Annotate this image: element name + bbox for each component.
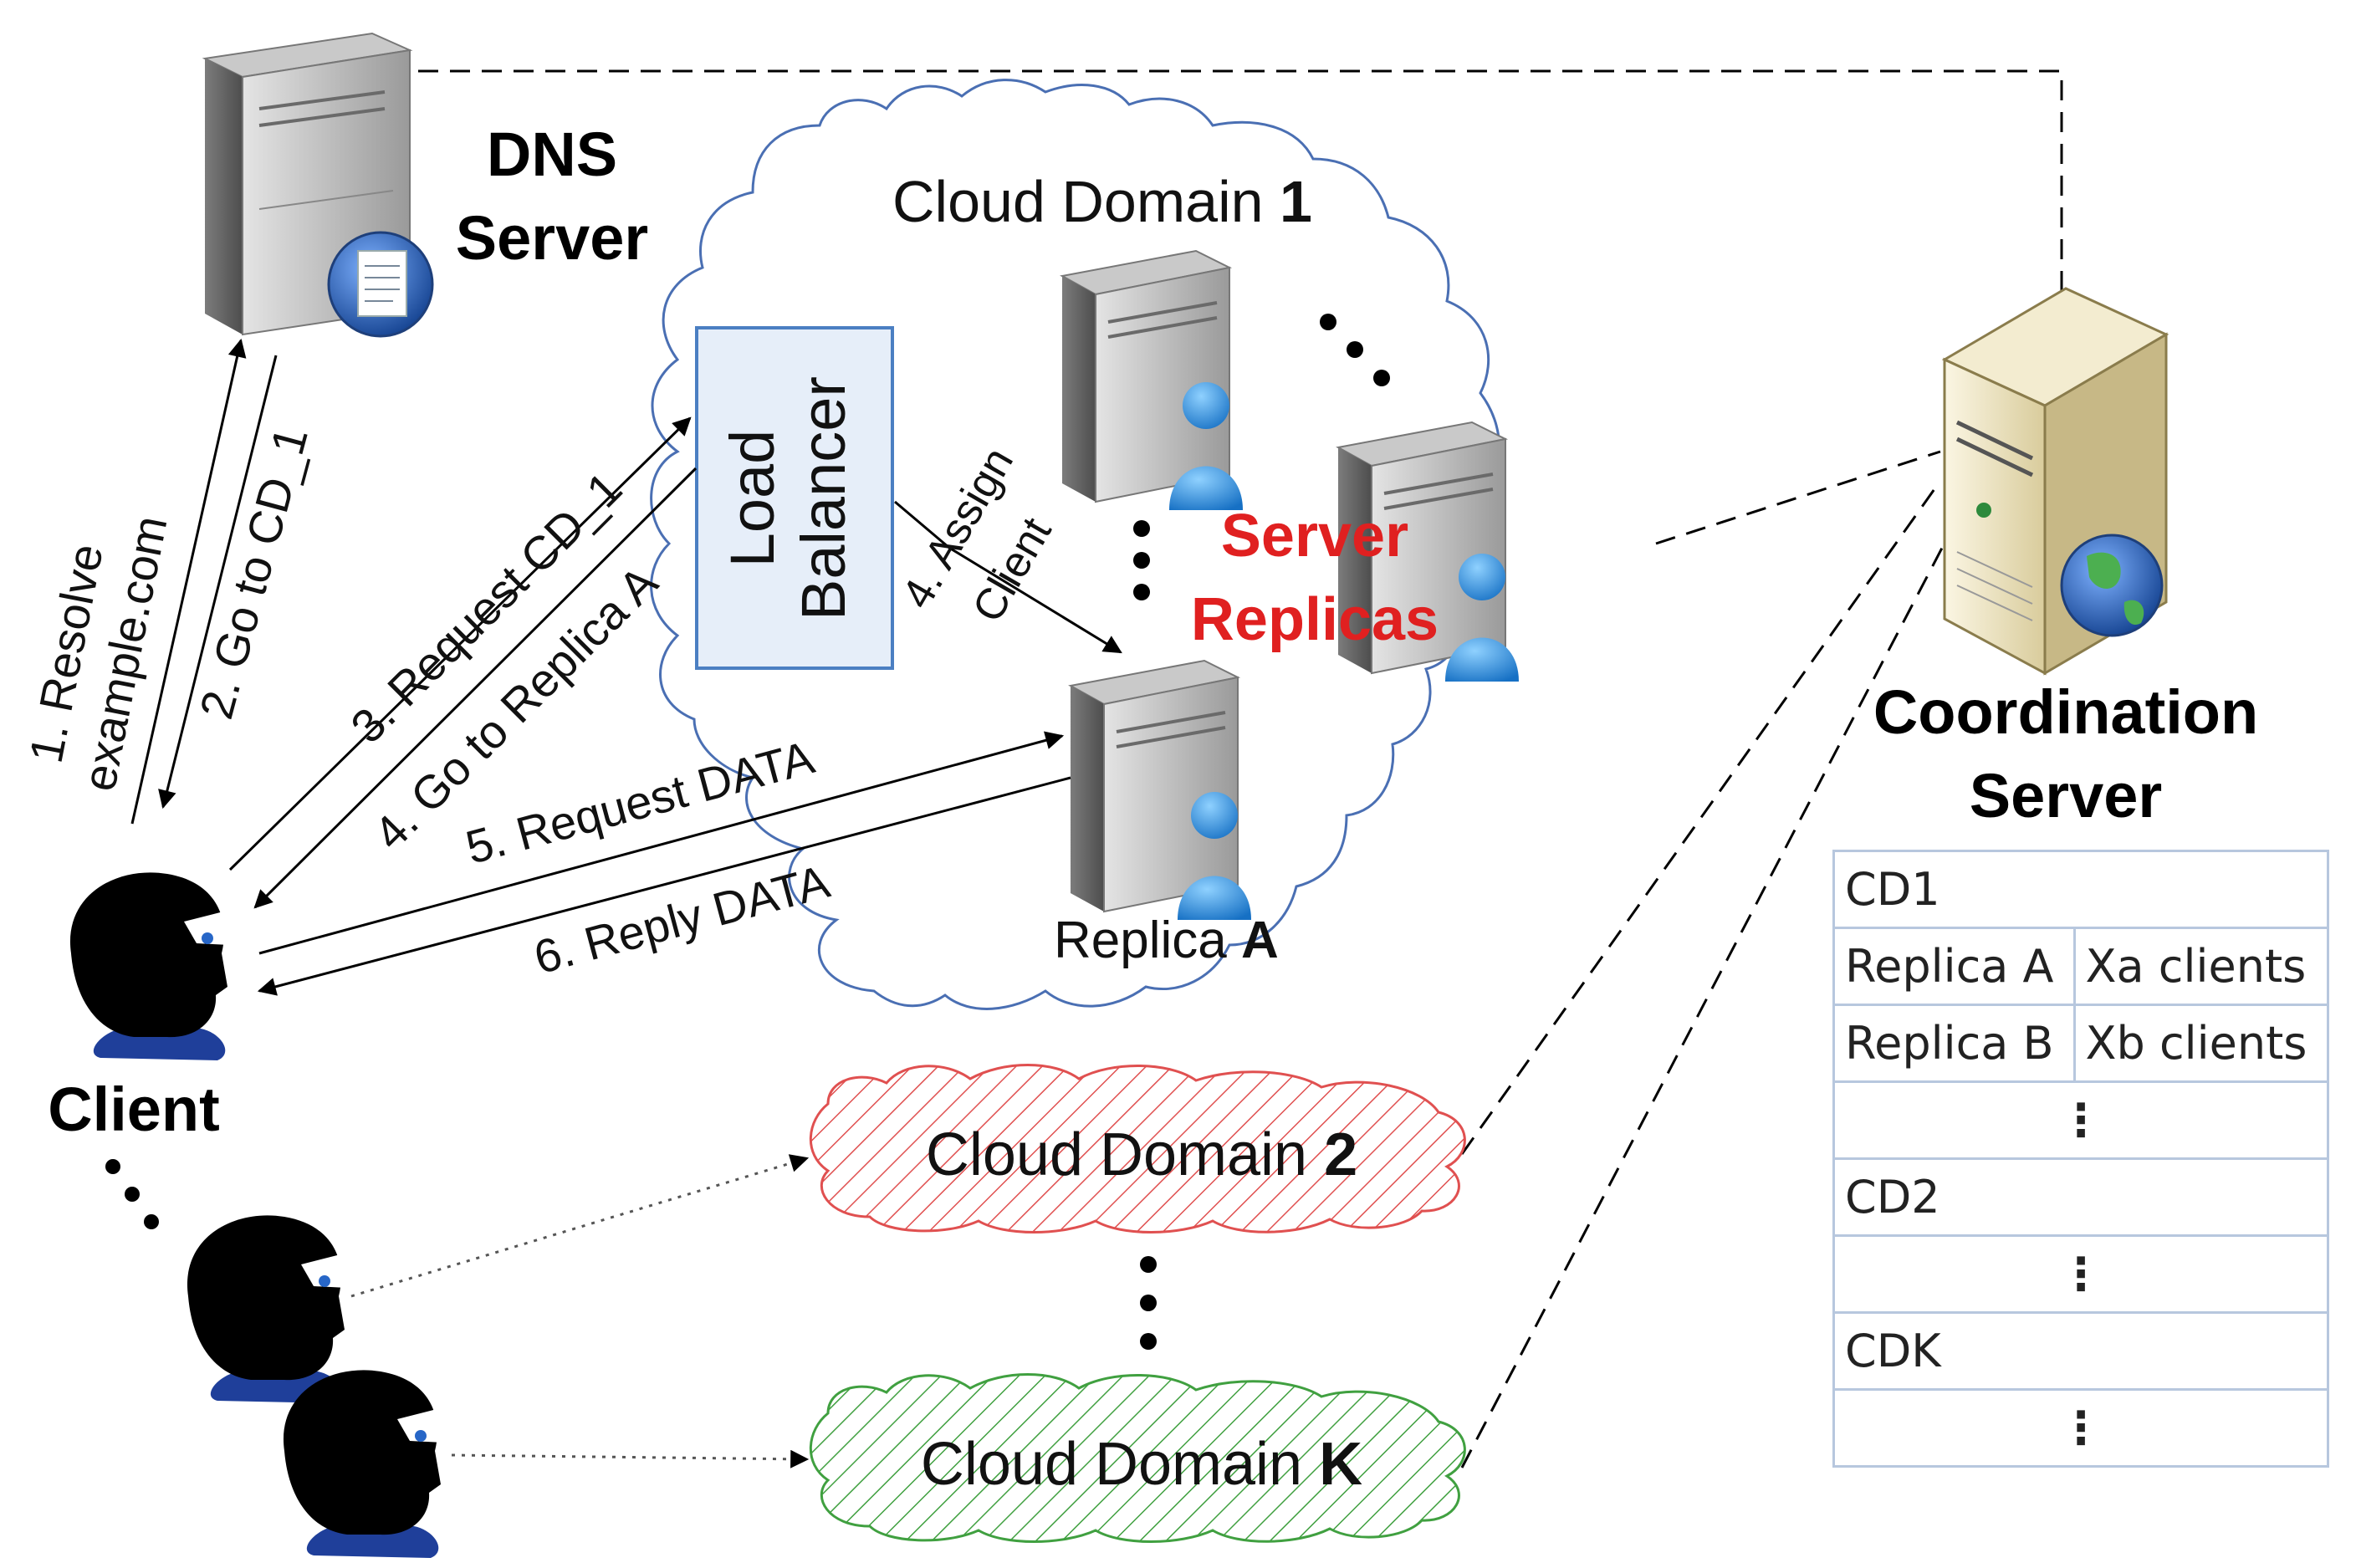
table-cell-cd1: CD1 — [1832, 850, 2329, 929]
table-row: Replica A Xa clients — [1832, 927, 2330, 1006]
dns-server-label-line2: Server — [456, 203, 648, 273]
replica-a-label: Replica A — [1054, 912, 1279, 969]
coordination-table: CD1 Replica A Xa clients Replica B Xb cl… — [1832, 850, 2330, 1468]
table-cell-replica-b: Replica B — [1832, 1004, 2076, 1083]
cloud-domain-2-label: Cloud Domain 2 — [926, 1121, 1357, 1188]
coordination-links — [418, 69, 2063, 1468]
server-replicas-label-line1: Server — [1221, 503, 1408, 569]
client-head-icon — [187, 1215, 347, 1403]
arrow-2-label: 2. Go to CD_1 — [189, 421, 318, 724]
coordination-server-label-line1: Coordination — [1873, 677, 2258, 747]
table-cell-cd2: CD2 — [1832, 1157, 2329, 1237]
dns-server-icon — [202, 32, 434, 338]
cloud-domain-2 — [809, 1064, 1466, 1233]
cloud-domain-k — [809, 1373, 1466, 1543]
table-cell-xa-clients: Xa clients — [2072, 927, 2330, 1006]
table-row: ⋮ — [1832, 1080, 2329, 1160]
client-head-icon — [69, 872, 230, 1060]
replica-server-icon — [1060, 249, 1243, 510]
load-balancer-box — [695, 326, 894, 670]
load-balancer-label-line2: Balancer — [789, 376, 858, 621]
cloud-domains-ellipsis — [1140, 1256, 1157, 1350]
table-row: CD1 — [1832, 850, 2329, 929]
table-cell-cdk: CDK — [1832, 1311, 2329, 1391]
clients-ellipsis — [105, 1159, 159, 1229]
table-row: ⋮ — [1832, 1388, 2329, 1468]
table-cell-replica-a: Replica A — [1832, 927, 2076, 1006]
arrow-6-label: 6. Reply DATA — [529, 855, 836, 984]
table-cell-ellipsis: ⋮ — [1832, 1234, 2329, 1314]
coordination-server-label-line2: Server — [1970, 761, 2162, 830]
flow-arrows — [130, 338, 1122, 996]
replica-a-server-icon — [1068, 659, 1251, 920]
cloud-domain-1 — [650, 79, 1500, 1010]
table-cell-ellipsis: ⋮ — [1832, 1388, 2329, 1468]
coordination-server-icon — [1941, 287, 2169, 676]
replicas-ellipsis — [1133, 314, 1390, 600]
table-row: CDK — [1832, 1311, 2329, 1391]
server-replicas-label-line2: Replicas — [1191, 586, 1439, 653]
table-cell-xb-clients: Xb clients — [2072, 1004, 2330, 1083]
client-head-icon — [283, 1370, 443, 1558]
table-row: ⋮ — [1832, 1234, 2329, 1314]
cloud-domain-k-label: Cloud Domain K — [921, 1431, 1362, 1498]
table-row: CD2 — [1832, 1157, 2329, 1237]
cloud-domain-1-title: Cloud Domain 1 — [892, 169, 1312, 234]
table-cell-ellipsis: ⋮ — [1832, 1080, 2329, 1160]
dns-server-label-line1: DNS — [487, 120, 617, 189]
client-label: Client — [48, 1075, 220, 1144]
load-balancer-label-line1: Load — [718, 430, 787, 568]
table-row: Replica B Xb clients — [1832, 1004, 2330, 1083]
replica-server-icon — [1336, 421, 1519, 682]
